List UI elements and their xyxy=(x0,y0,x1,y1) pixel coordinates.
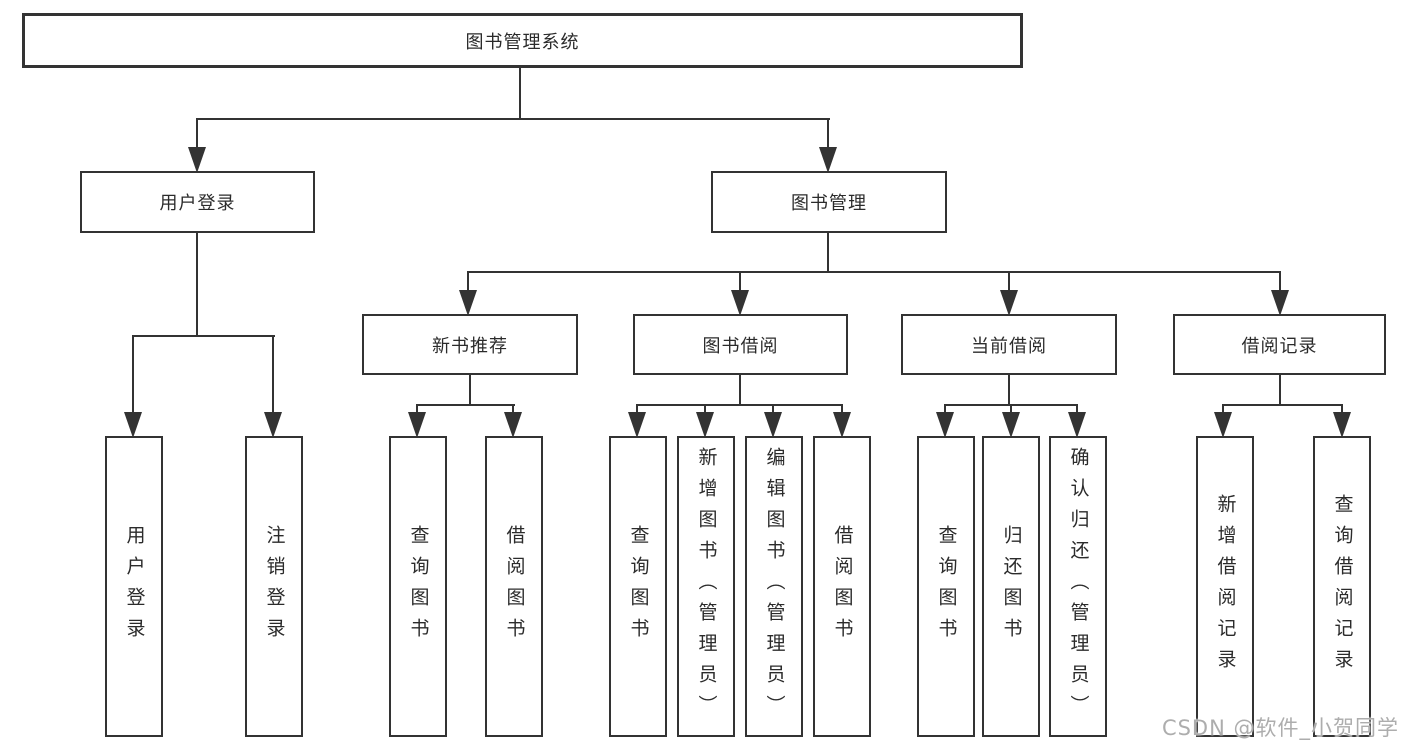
arrow-down-icon xyxy=(459,290,477,316)
arrow-down-icon xyxy=(504,412,522,438)
leaf-label: 编辑图书（管理员） xyxy=(763,447,786,726)
connector-hline xyxy=(196,118,830,120)
leaf-edit-book-admin: 编辑图书（管理员） xyxy=(745,436,803,737)
leaf-label: 确认归还（管理员） xyxy=(1067,447,1090,726)
connector-hline xyxy=(944,404,1078,406)
arrow-down-icon xyxy=(764,412,782,438)
node-current-borrowing: 当前借阅 xyxy=(901,314,1117,375)
arrow-down-icon xyxy=(264,412,282,438)
leaf-logout: 注销登录 xyxy=(245,436,303,737)
leaf-confirm-return-admin: 确认归还（管理员） xyxy=(1049,436,1107,737)
arrow-down-icon xyxy=(1000,290,1018,316)
node-label: 图书借阅 xyxy=(702,335,779,357)
leaf-label: 借阅图书 xyxy=(831,524,854,649)
connector-vline xyxy=(636,405,638,414)
leaf-label: 查询图书 xyxy=(407,524,430,649)
arrow-down-icon xyxy=(188,147,206,173)
arrow-down-icon xyxy=(1333,412,1351,438)
connector-hline xyxy=(416,404,515,406)
connector-vline xyxy=(1076,405,1078,414)
node-label: 借阅记录 xyxy=(1241,335,1318,357)
leaf-label: 用户登录 xyxy=(123,524,146,649)
leaf-query-books-2: 查询图书 xyxy=(609,436,667,737)
arrow-down-icon xyxy=(628,412,646,438)
connector-vline xyxy=(827,119,829,149)
connector-vline xyxy=(704,405,706,414)
leaf-query-books-1: 查询图书 xyxy=(389,436,447,737)
connector-vline xyxy=(512,405,514,414)
arrow-down-icon xyxy=(408,412,426,438)
connector-vline xyxy=(827,232,829,273)
arrow-down-icon xyxy=(696,412,714,438)
leaf-label: 查询图书 xyxy=(627,524,650,649)
connector-hline xyxy=(1222,404,1343,406)
leaf-label: 查询借阅记录 xyxy=(1331,493,1354,680)
leaf-label: 查询图书 xyxy=(935,524,958,649)
node-book-borrowing: 图书借阅 xyxy=(633,314,848,375)
connector-vline xyxy=(1008,272,1010,292)
arrow-down-icon xyxy=(731,290,749,316)
connector-vline xyxy=(132,336,134,414)
leaf-user-login: 用户登录 xyxy=(105,436,163,737)
connector-hline xyxy=(467,271,1281,273)
connector-vline xyxy=(196,119,198,149)
leaf-query-books-3: 查询图书 xyxy=(917,436,975,737)
leaf-label: 新增借阅记录 xyxy=(1214,493,1237,680)
node-book-management: 图书管理 xyxy=(711,171,947,233)
connector-vline xyxy=(1341,405,1343,414)
arrow-down-icon xyxy=(124,412,142,438)
connector-vline xyxy=(1010,405,1012,414)
watermark: CSDN @软件_小贺同学 xyxy=(1161,716,1399,740)
node-borrowing-records: 借阅记录 xyxy=(1173,314,1386,375)
node-label: 当前借阅 xyxy=(971,335,1047,357)
connector-vline xyxy=(944,405,946,414)
node-label: 用户登录 xyxy=(159,193,236,214)
node-library-management-system: 图书管理系统 xyxy=(22,13,1023,68)
connector-vline xyxy=(196,232,198,337)
leaf-label: 新增图书（管理员） xyxy=(695,447,718,726)
connector-vline xyxy=(1279,375,1281,406)
connector-vline xyxy=(739,272,741,292)
leaf-label: 归还图书 xyxy=(1000,524,1023,649)
leaf-label: 借阅图书 xyxy=(503,524,526,649)
leaf-borrow-books-2: 借阅图书 xyxy=(813,436,871,737)
leaf-add-borrow-record: 新增借阅记录 xyxy=(1196,436,1254,737)
node-user-login: 用户登录 xyxy=(80,171,315,233)
node-label: 图书管理 xyxy=(791,193,867,214)
leaf-label: 注销登录 xyxy=(263,524,286,649)
connector-vline xyxy=(272,336,274,414)
leaf-query-borrow-record: 查询借阅记录 xyxy=(1313,436,1371,737)
connector-vline xyxy=(1222,405,1224,414)
arrow-down-icon xyxy=(819,147,837,173)
arrow-down-icon xyxy=(936,412,954,438)
connector-vline xyxy=(467,272,469,292)
leaf-return-books: 归还图书 xyxy=(982,436,1040,737)
arrow-down-icon xyxy=(1002,412,1020,438)
arrow-down-icon xyxy=(1214,412,1232,438)
arrow-down-icon xyxy=(833,412,851,438)
node-label: 新书推荐 xyxy=(432,335,508,357)
arrow-down-icon xyxy=(1271,290,1289,316)
connector-hline xyxy=(636,404,843,406)
node-label: 图书管理系统 xyxy=(465,31,580,53)
connector-vline xyxy=(739,375,741,406)
arrow-down-icon xyxy=(1068,412,1086,438)
connector-hline xyxy=(132,335,275,337)
connector-vline xyxy=(841,405,843,414)
connector-vline xyxy=(416,405,418,414)
leaf-borrow-books-1: 借阅图书 xyxy=(485,436,543,737)
leaf-add-book-admin: 新增图书（管理员） xyxy=(677,436,735,737)
connector-vline xyxy=(1008,375,1010,406)
connector-vline xyxy=(469,375,471,406)
connector-vline xyxy=(772,405,774,414)
connector-vline xyxy=(519,68,521,120)
node-new-book-recommendation: 新书推荐 xyxy=(362,314,578,375)
connector-vline xyxy=(1279,272,1281,292)
